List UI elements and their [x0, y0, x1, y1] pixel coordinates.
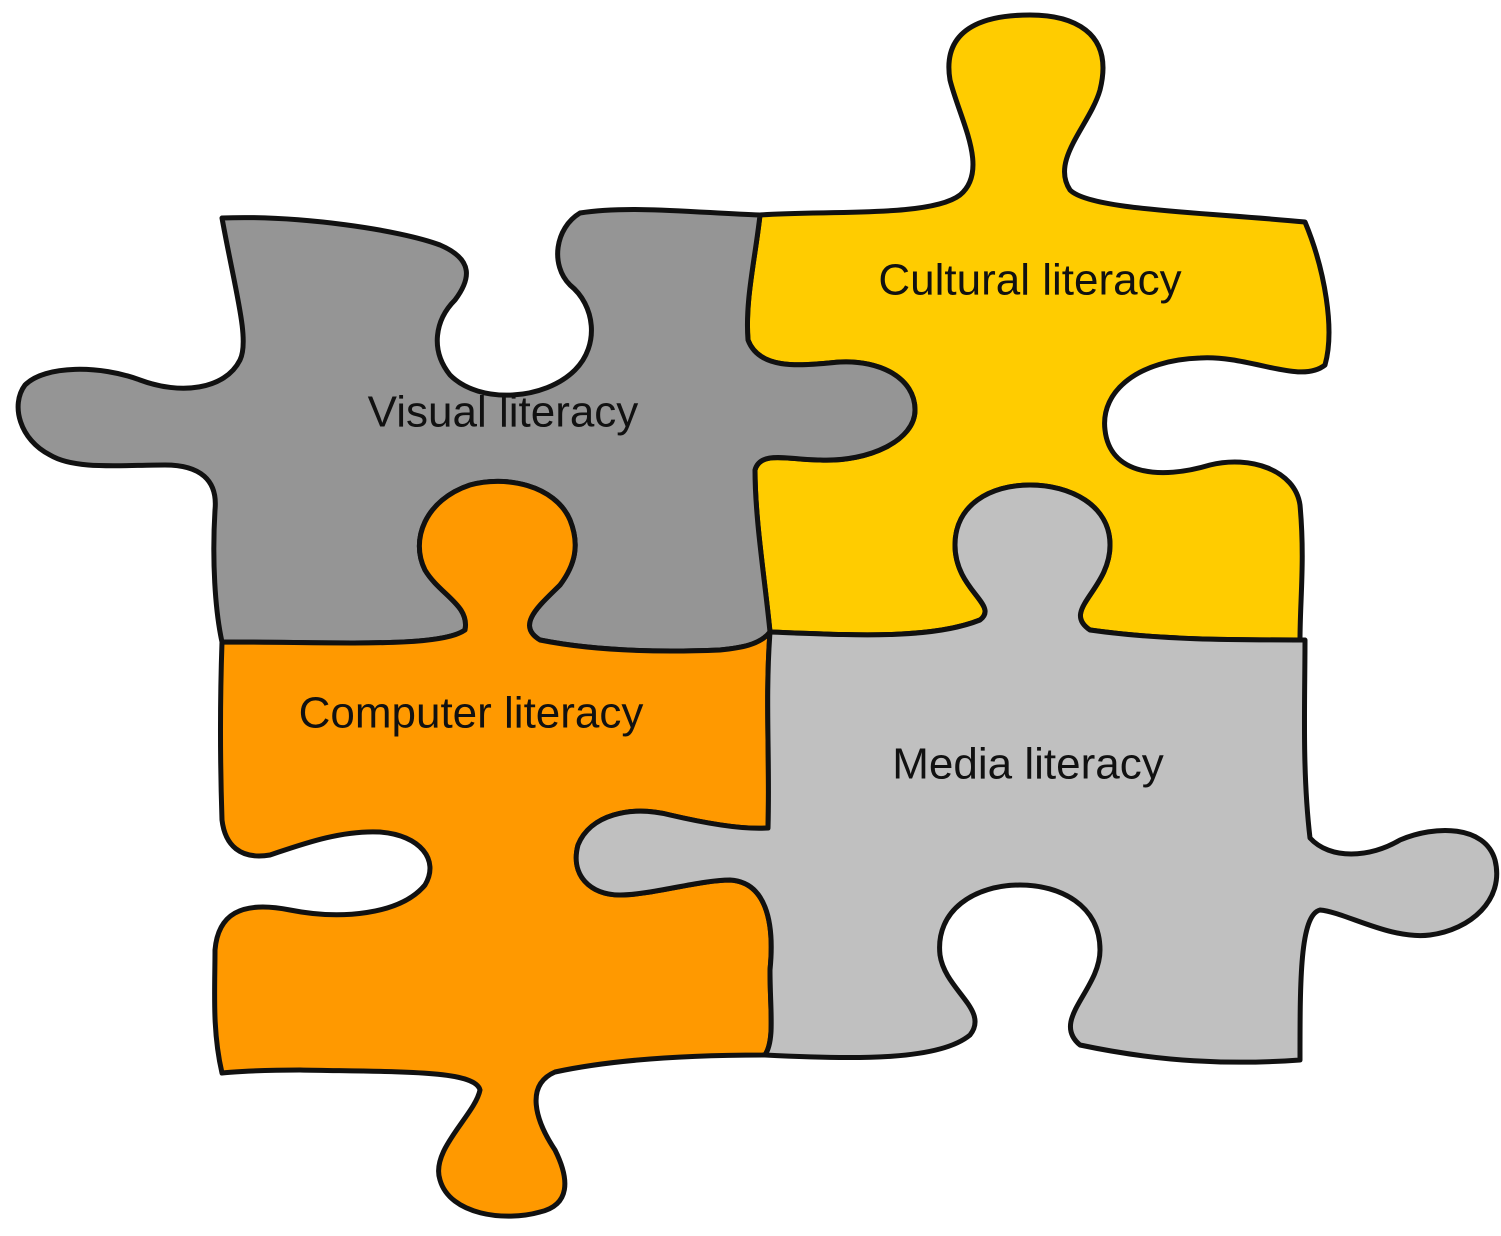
media-literacy-piece	[573, 482, 1500, 1065]
visual-literacy-label: Visual literacy	[368, 388, 639, 437]
media-literacy-label: Media literacy	[892, 740, 1163, 789]
computer-literacy-label: Computer literacy	[299, 689, 644, 738]
cultural-literacy-label: Cultural literacy	[878, 256, 1181, 305]
